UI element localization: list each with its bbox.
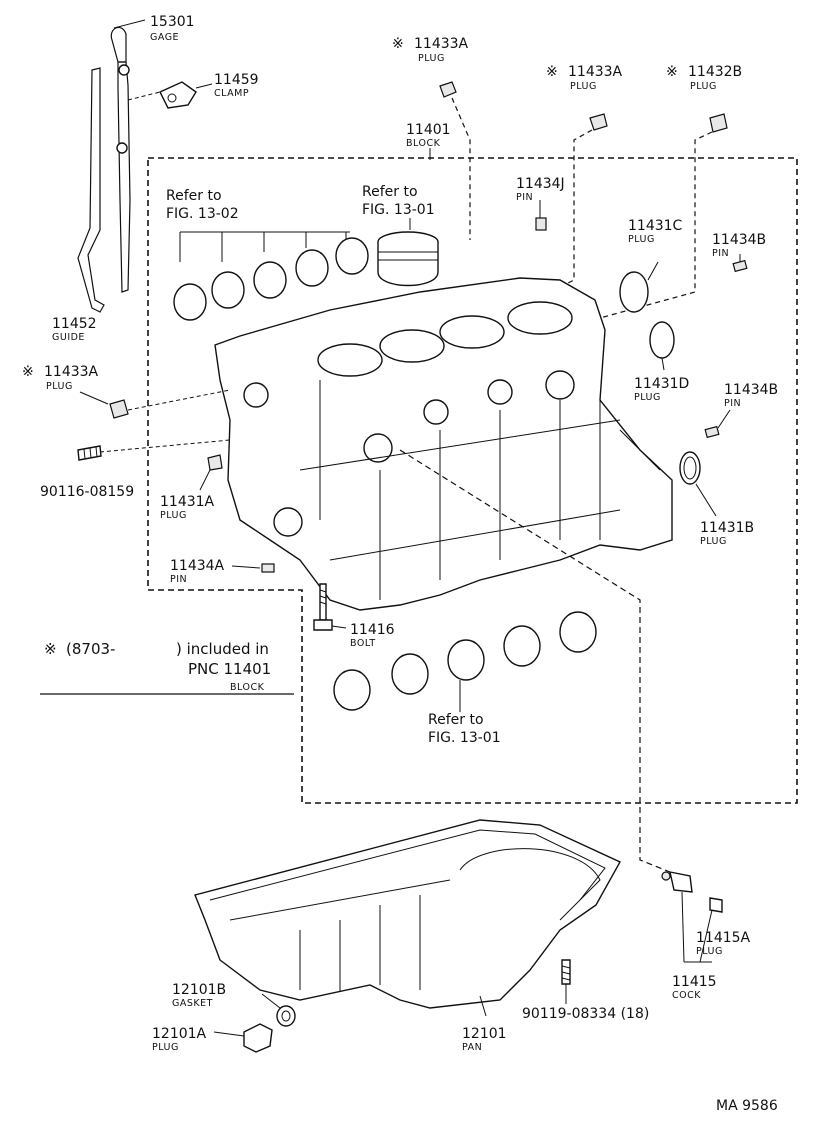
label-12101A-name: PLUG xyxy=(152,1042,179,1053)
label-11434B-mid-num: 11434B xyxy=(724,382,778,398)
note-date-range: (8703- xyxy=(66,640,115,658)
pin-11434B-top-drawing xyxy=(732,259,748,273)
label-90116-num: 90116-08159 xyxy=(40,484,134,500)
label-11433A-top-num: 11433A xyxy=(414,36,469,52)
leader-11431D xyxy=(661,357,665,371)
label-11431A-num: 11431A xyxy=(160,494,215,510)
label-11433A-top-name: PLUG xyxy=(418,53,445,64)
plug-11431A-drawing xyxy=(199,454,223,491)
stud-90119-drawing xyxy=(561,959,571,1004)
label-11452-name: GUIDE xyxy=(52,332,85,343)
label-12101-name: PAN xyxy=(462,1042,482,1053)
label-11415A-name: PLUG xyxy=(696,946,723,957)
label-11434J-num: 11434J xyxy=(516,176,565,192)
label-11434B-top-name: PIN xyxy=(712,248,729,259)
label-11459-name: CLAMP xyxy=(214,88,249,99)
note-included: ) included in xyxy=(176,640,269,658)
label-11434J-name: PIN xyxy=(516,192,533,203)
label-11416-name: BOLT xyxy=(350,638,376,649)
block-boundary xyxy=(147,157,798,804)
label-11433A-mid-symbol: ※ xyxy=(546,64,558,80)
plug-11433A-left-drawing xyxy=(79,389,231,419)
pin-11434J-drawing xyxy=(535,217,547,231)
oil-pan-drawing xyxy=(194,819,621,1009)
plug-11431B-drawing xyxy=(679,451,701,485)
label-11433A-mid-num: 11433A xyxy=(568,64,623,80)
label-11431B-name: PLUG xyxy=(700,536,727,547)
label-11434A-name: PIN xyxy=(170,574,187,585)
label-11452-num: 11452 xyxy=(52,316,97,332)
ref-1301-bot-line1: Refer to xyxy=(428,712,484,728)
label-11401-name: BLOCK xyxy=(406,138,441,149)
label-11415A-num: 11415A xyxy=(696,930,751,946)
label-11431A-name: PLUG xyxy=(160,510,187,521)
label-11432B-name: PLUG xyxy=(690,81,717,92)
leader-11416 xyxy=(331,625,347,629)
label-11431D-num: 11431D xyxy=(634,376,689,392)
label-11401-num: 11401 xyxy=(406,122,451,138)
cock-11415-drawing xyxy=(661,871,693,963)
note-pnc-sub: BLOCK xyxy=(230,682,265,693)
plug-11415A-drawing xyxy=(684,897,723,963)
bolt-11416-drawing xyxy=(313,583,333,631)
plug-11433A-mid-drawing xyxy=(549,113,608,293)
pin-11434A-drawing xyxy=(231,563,275,573)
plug-12101A-drawing xyxy=(213,1023,273,1053)
pin-11434B-mid-drawing xyxy=(704,425,720,439)
label-11434A-num: 11434A xyxy=(170,558,225,574)
leader-11434B-mid xyxy=(717,409,731,429)
label-11415-num: 11415 xyxy=(672,974,717,990)
label-11431B-num: 11431B xyxy=(700,520,754,536)
label-11433A-left-num: 11433A xyxy=(44,364,99,380)
clamp-drawing xyxy=(127,81,213,109)
plug-11433A-top-drawing xyxy=(439,81,471,240)
leader-11431B xyxy=(695,483,717,517)
piston-drawing xyxy=(377,218,439,287)
engine-block-drawing xyxy=(214,277,673,611)
label-11416-num: 11416 xyxy=(350,622,395,638)
label-11434B-top-num: 11434B xyxy=(712,232,766,248)
dipstick-guide-drawing xyxy=(77,19,146,313)
label-11431D-name: PLUG xyxy=(634,392,661,403)
label-11433A-left-symbol: ※ xyxy=(22,364,34,380)
label-15301-num: 15301 xyxy=(150,14,195,30)
label-11432B-symbol: ※ xyxy=(666,64,678,80)
cock-leader-dash xyxy=(399,449,671,873)
label-11459-num: 11459 xyxy=(214,72,259,88)
ref-1301-top-line1: Refer to xyxy=(362,184,418,200)
diagram-id: MA 9586 xyxy=(716,1098,778,1114)
gasket-12101B-drawing xyxy=(261,993,296,1027)
label-11433A-mid-name: PLUG xyxy=(570,81,597,92)
label-11415-name: COCK xyxy=(672,990,701,1001)
label-12101B-num: 12101B xyxy=(172,982,226,998)
label-11431C-name: PLUG xyxy=(628,234,655,245)
pan-leader xyxy=(479,995,487,1017)
label-12101A-num: 12101A xyxy=(152,1026,207,1042)
label-12101B-name: GASKET xyxy=(172,998,213,1009)
label-90119-num: 90119-08334 (18) xyxy=(522,1006,649,1022)
note-symbol: ※ xyxy=(44,640,57,658)
plug-11431C-drawing xyxy=(619,261,659,313)
label-12101-num: 12101 xyxy=(462,1026,507,1042)
label-11434B-mid-name: PIN xyxy=(724,398,741,409)
stud-90116-drawing xyxy=(77,439,231,461)
note-pnc: PNC 11401 xyxy=(188,660,271,678)
label-11432B-num: 11432B xyxy=(688,64,742,80)
bearings-1301-lower-drawing xyxy=(333,611,597,712)
label-11433A-top-symbol: ※ xyxy=(392,36,404,52)
plug-11431D-drawing xyxy=(649,321,675,359)
ref-1302-line1: Refer to xyxy=(166,188,222,204)
label-15301-name: GAGE xyxy=(150,32,179,43)
bearings-1302-drawing xyxy=(173,231,369,321)
ref-1302-line2: FIG. 13-02 xyxy=(166,206,239,222)
plug-11432B-drawing xyxy=(599,113,728,319)
label-11433A-left-name: PLUG xyxy=(46,381,73,392)
ref-1301-top-line2: FIG. 13-01 xyxy=(362,202,435,218)
ref-1301-bot-line2: FIG. 13-01 xyxy=(428,730,501,746)
label-11431C-num: 11431C xyxy=(628,218,683,234)
